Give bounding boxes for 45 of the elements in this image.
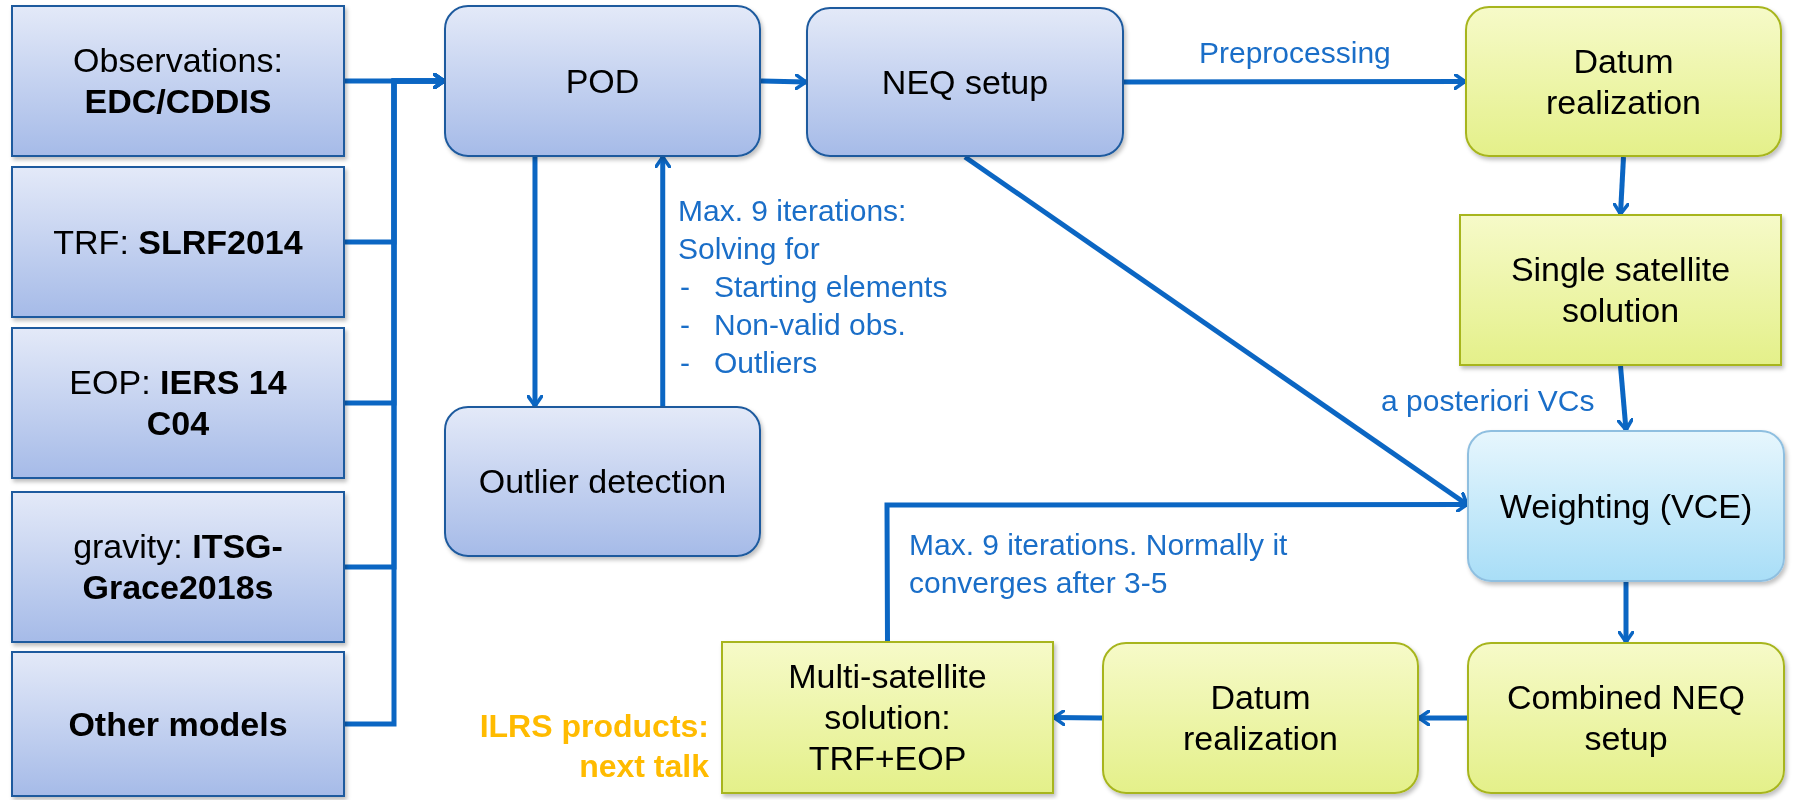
box-text: NEQ setup	[881, 61, 1049, 103]
box-text: Weighting (VCE)	[1499, 485, 1753, 527]
process-box	[444, 5, 761, 157]
arrow	[1617, 582, 1635, 644]
arrow	[1124, 72, 1467, 91]
process-box	[1467, 430, 1785, 582]
input-box	[11, 651, 345, 797]
note-text: Max. 9 iterations: Solving for	[678, 193, 908, 267]
box-text: Datum realization	[1182, 677, 1339, 759]
arrow	[1616, 365, 1634, 432]
list-item: Non-valid obs.	[714, 307, 906, 343]
input-box	[11, 327, 345, 479]
input-box	[1459, 214, 1782, 366]
input-box	[11, 5, 345, 157]
box-text: Other models	[68, 703, 288, 745]
box-text: Combined NEQ setup	[1505, 677, 1747, 759]
list-dash: -	[680, 307, 690, 343]
list-item: Outliers	[714, 345, 818, 381]
box-text: Multi-satellite solution: TRF+EOP	[787, 656, 988, 779]
arrow	[526, 157, 544, 408]
process-box	[1102, 642, 1419, 794]
process-box	[806, 7, 1124, 157]
box-text: POD	[565, 60, 640, 102]
input-box	[11, 491, 345, 643]
process-box	[1467, 642, 1785, 794]
arrow	[1612, 156, 1630, 216]
box-text: Single satellite solution	[1509, 249, 1732, 331]
note-text: ILRS products: next talk	[478, 707, 709, 786]
list-item: Starting elements	[714, 269, 948, 305]
arrow	[884, 495, 1469, 641]
arrow	[345, 72, 446, 727]
arrow	[654, 155, 672, 406]
box-text: Observations: EDC/CDDIS	[72, 40, 284, 122]
process-box	[1465, 6, 1782, 157]
box-text: TRF: SLRF2014	[53, 221, 303, 263]
arrow	[1417, 709, 1467, 727]
box-text: EOP: IERS 14 C04	[68, 362, 288, 444]
box-text: gravity: ITSG-Grace2018s	[72, 526, 284, 608]
list-dash: -	[680, 345, 690, 381]
box-text: Datum realization	[1545, 40, 1702, 123]
list-dash: -	[680, 269, 690, 305]
box-text: Outlier detection	[478, 461, 727, 502]
process-box	[444, 406, 761, 557]
input-box	[11, 166, 345, 318]
arrow	[760, 73, 808, 91]
